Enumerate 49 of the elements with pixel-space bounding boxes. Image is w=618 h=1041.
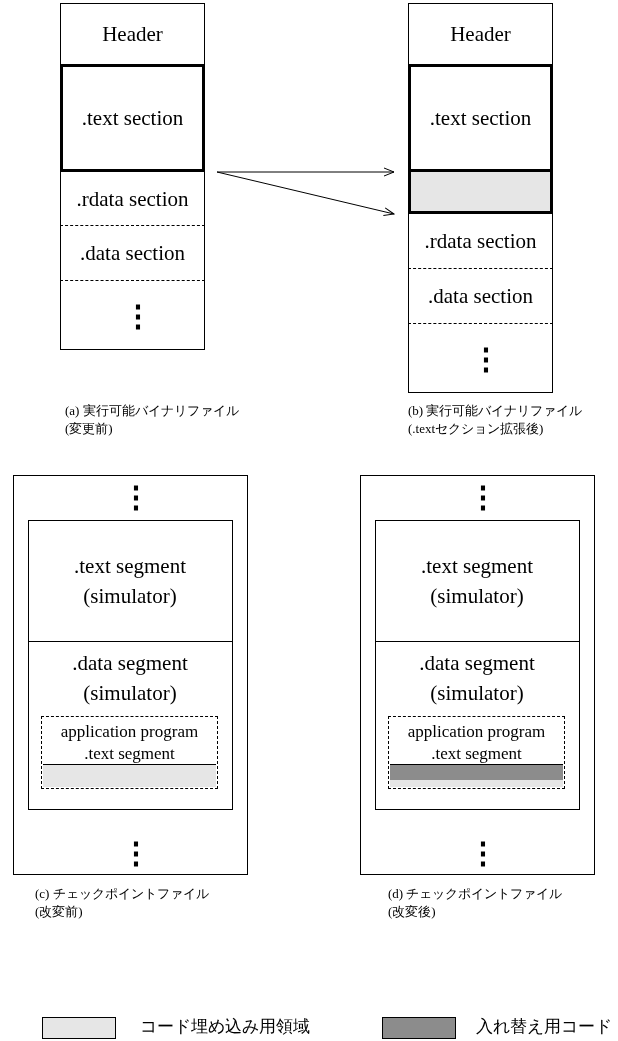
figure-caption: (a) 実行可能バイナリファイル (変更前) <box>65 402 240 438</box>
figure-caption: (b) 実行可能バイナリファイル (.textセクション拡張後) <box>408 402 584 438</box>
section-box <box>374 519 580 642</box>
shaded-code-area <box>389 763 563 780</box>
dotted-fill-area <box>408 172 553 214</box>
section-label: .data section <box>79 240 186 267</box>
dotted-fill-area <box>42 763 216 787</box>
section-label: application program .text segment <box>59 721 200 765</box>
legend-label: コード埋め込み用領域 <box>140 1016 310 1038</box>
ellipsis-mark: ⋮ <box>120 836 141 870</box>
section-box <box>408 324 553 393</box>
ellipsis-mark: ⋮ <box>467 836 488 870</box>
section-box <box>27 639 233 810</box>
section-label: Header <box>101 21 164 48</box>
section-label: .text section <box>428 105 533 132</box>
section-box <box>60 226 205 281</box>
dotted-fill-area <box>389 779 563 787</box>
section-label: Header <box>449 21 512 48</box>
ellipsis-mark: ⋮ <box>120 480 141 514</box>
section-box <box>60 281 205 350</box>
section-label: .text section <box>80 105 185 132</box>
section-label: application program .text segment <box>406 721 547 765</box>
section-box <box>408 214 553 269</box>
section-label: .text segment (simulator) <box>73 552 187 610</box>
section-box <box>374 639 580 810</box>
section-label: .data segment (simulator) <box>71 649 189 707</box>
legend-label: 入れ替え用コード <box>476 1016 612 1038</box>
ellipsis-mark: ⋮ <box>467 480 488 514</box>
figure-caption: (d) チェックポイントファイル (改変後) <box>388 885 564 921</box>
section-label: .rdata section <box>75 185 190 213</box>
file-frame <box>13 475 248 875</box>
section-label: .rdata section <box>423 228 538 255</box>
section-box <box>60 64 205 172</box>
section-label: .data segment (simulator) <box>418 649 536 707</box>
section-box <box>60 172 205 226</box>
ellipsis-mark: ⋮ <box>122 298 143 333</box>
section-box <box>60 3 205 65</box>
section-label: .text segment (simulator) <box>420 552 534 610</box>
section-label: .data section <box>427 283 534 310</box>
dashed-region <box>388 716 565 789</box>
figure-caption: (c) チェックポイントファイル (改変前) <box>35 885 210 921</box>
section-box <box>408 269 553 324</box>
arrow <box>216 171 395 217</box>
ellipsis-mark: ⋮ <box>470 341 491 376</box>
section-box <box>408 64 553 172</box>
section-box <box>27 519 233 642</box>
file-frame <box>360 475 595 875</box>
section-box <box>408 3 553 65</box>
dashed-region <box>41 716 218 789</box>
